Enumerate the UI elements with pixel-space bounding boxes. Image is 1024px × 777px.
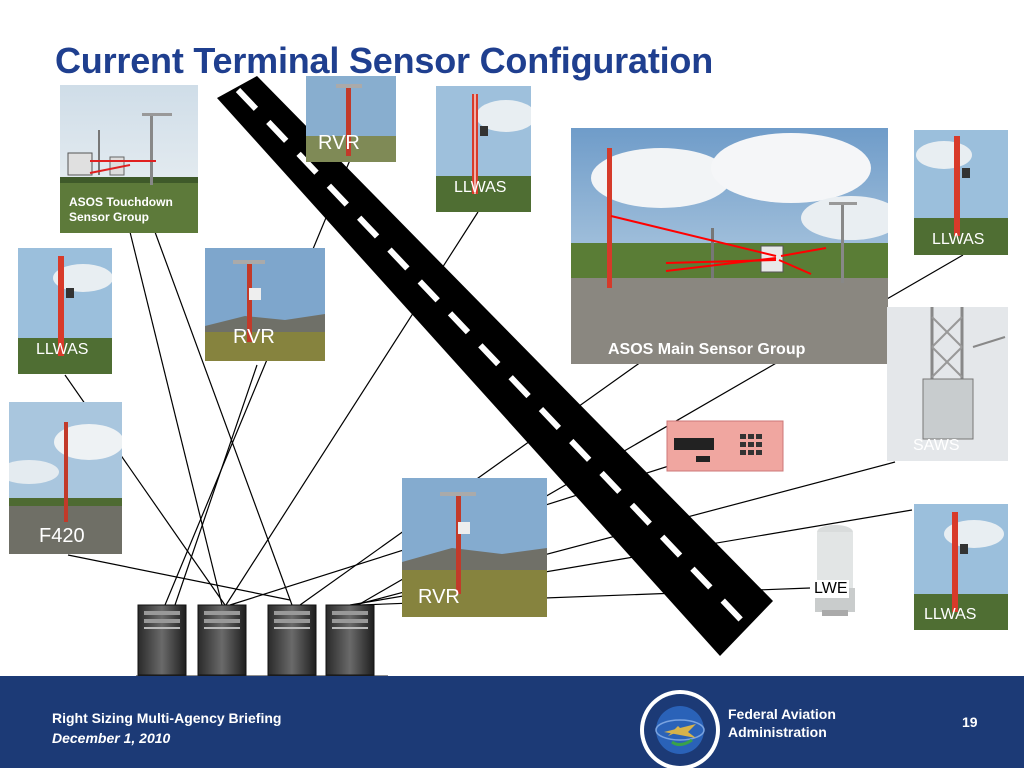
server-group	[136, 603, 388, 677]
footer-org-line2: Administration	[728, 724, 827, 740]
rvr-bottom-photo: RVR	[402, 478, 547, 617]
lwe-label: LWE	[812, 580, 849, 598]
rvr-mid-photo: RVR	[205, 248, 325, 361]
saws-label: SAWS	[913, 437, 960, 455]
footer-bar: Right Sizing Multi-Agency Briefing Decem…	[0, 676, 1024, 768]
asos-touchdown-label-line2: Sensor Group	[69, 210, 173, 225]
f420-label: F420	[39, 525, 85, 548]
llwas-right-bottom-label: LLWAS	[924, 606, 976, 624]
asos-main-photo: ASOS Main Sensor Group	[571, 128, 888, 364]
rvr-mid-label: RVR	[233, 326, 275, 349]
llwas-right-top-photo: LLWAS	[914, 130, 1008, 255]
f420-photo: F420	[9, 402, 122, 554]
rvr-top-photo: RVR	[306, 76, 396, 162]
llwas-top-photo: LLWAS	[436, 86, 531, 212]
footer-briefing: Right Sizing Multi-Agency Briefing	[52, 710, 281, 726]
llwas-right-top-label: LLWAS	[932, 231, 984, 249]
server-1	[138, 605, 186, 675]
lwe-sensor: LWE	[806, 522, 864, 618]
asos-touchdown-label-line1: ASOS Touchdown	[69, 195, 173, 210]
page-number: 19	[962, 714, 978, 730]
server-2	[198, 605, 246, 675]
asos-main-label: ASOS Main Sensor Group	[608, 341, 805, 359]
footer-date: December 1, 2010	[52, 730, 170, 746]
footer-org-line1: Federal Aviation	[728, 706, 836, 722]
llwas-left-label: LLWAS	[36, 341, 88, 359]
llwas-left-photo: LLWAS	[18, 248, 112, 374]
rvr-bottom-label: RVR	[418, 586, 460, 609]
server-4	[326, 605, 374, 675]
saws-photo: SAWS	[887, 307, 1008, 461]
display-panel-device	[666, 420, 784, 472]
faa-seal-logo	[638, 688, 722, 772]
llwas-right-bottom-photo: LLWAS	[914, 504, 1008, 630]
llwas-top-label: LLWAS	[454, 179, 506, 197]
server-3	[268, 605, 316, 675]
asos-touchdown-photo: ASOS Touchdown Sensor Group	[60, 85, 198, 233]
rvr-top-label: RVR	[318, 132, 360, 155]
